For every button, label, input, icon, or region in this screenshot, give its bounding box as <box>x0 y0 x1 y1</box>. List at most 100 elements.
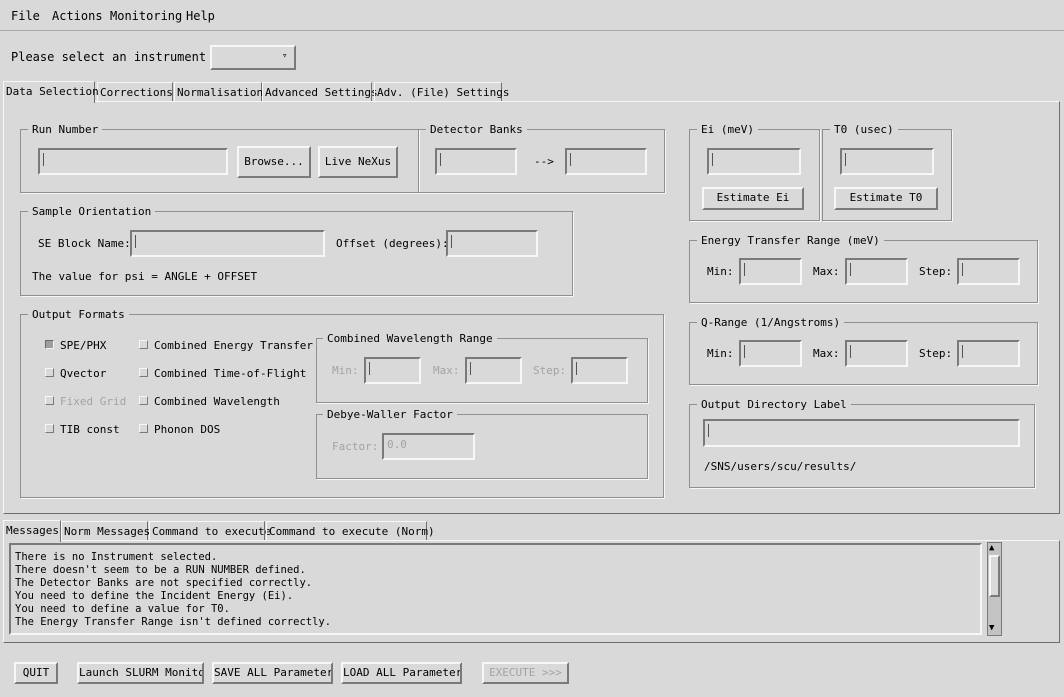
sample-orientation-group <box>20 211 573 296</box>
tab-command-to-execute[interactable]: Command to execute <box>149 521 271 541</box>
t0-input[interactable] <box>840 148 934 175</box>
menu-actions[interactable]: Actions <box>52 9 103 23</box>
output-formats-group <box>20 314 664 498</box>
debye-waller-title: Debye-Waller Factor <box>323 408 457 421</box>
cw-step-label: Step: <box>533 364 567 377</box>
q-range-title: Q-Range (1/Angstroms) <box>697 316 845 329</box>
q-max-label: Max: <box>813 347 840 360</box>
dropdown-arrow-icon: ▿ <box>282 51 288 61</box>
output-directory-input[interactable] <box>703 419 1020 447</box>
tib-const-checkbox[interactable] <box>45 424 54 433</box>
spe-phx-checkbox[interactable] <box>45 340 54 349</box>
detector-bank-arrow: --> <box>534 155 554 168</box>
load-all-parameters-button[interactable]: LOAD ALL Parameters <box>341 662 462 684</box>
detector-bank-to-input[interactable] <box>565 148 647 175</box>
psi-info-text: The value for psi = ANGLE + OFFSET <box>32 270 258 283</box>
q-min-label: Min: <box>707 347 734 360</box>
cw-min-label: Min: <box>332 364 359 377</box>
energy-min-input[interactable] <box>739 258 802 285</box>
ei-title: Ei (meV) <box>697 123 758 136</box>
message-line: The Energy Transfer Range isn't defined … <box>15 616 332 628</box>
menu-monitoring[interactable]: Monitoring <box>110 9 183 23</box>
cw-step-input[interactable] <box>571 357 628 384</box>
tab-adv-file-settings[interactable]: Adv. (File) Settings <box>374 82 509 102</box>
combined-wavelength-range-title: Combined Wavelength Range <box>323 332 497 345</box>
q-step-label: Step: <box>919 347 953 360</box>
live-nexus-button[interactable]: Live NeXus <box>318 146 398 178</box>
quit-button[interactable]: QUIT <box>14 662 58 684</box>
combined-energy-transfer-checkbox[interactable] <box>139 340 148 349</box>
save-all-parameters-button[interactable]: SAVE ALL Parameters <box>212 662 333 684</box>
cw-min-input[interactable] <box>364 357 421 384</box>
debye-waller-group <box>316 414 648 479</box>
estimate-t0-button[interactable]: Estimate T0 <box>834 187 938 210</box>
message-line: You need to define the Incident Energy (… <box>15 590 294 602</box>
q-step-input[interactable] <box>957 340 1020 367</box>
combined-tof-label: Combined Time-of-Flight <box>154 367 307 380</box>
combined-tof-checkbox[interactable] <box>139 368 148 377</box>
energy-max-input[interactable] <box>845 258 908 285</box>
scroll-down-arrow-icon[interactable]: ▼ <box>989 623 995 633</box>
cw-max-label: Max: <box>433 364 460 377</box>
debye-waller-factor-input[interactable]: 0.0 <box>382 433 475 460</box>
se-block-label: SE Block Name: <box>38 237 131 250</box>
fixed-grid-label: Fixed Grid <box>60 395 127 408</box>
message-line: You need to define a value for T0. <box>15 603 230 615</box>
tib-const-label: TIB const <box>60 423 120 436</box>
messages-scrollbar[interactable]: ▲ ▼ <box>987 542 1002 636</box>
qvector-checkbox[interactable] <box>45 368 54 377</box>
q-max-input[interactable] <box>845 340 908 367</box>
offset-label: Offset (degrees): <box>336 237 449 250</box>
output-directory-group <box>689 404 1035 488</box>
energy-step-input[interactable] <box>957 258 1020 285</box>
messages-text-area[interactable]: There is no Instrument selected. There d… <box>9 543 982 635</box>
spe-phx-label: SPE/PHX <box>60 339 107 352</box>
menu-file[interactable]: File <box>11 9 40 23</box>
tab-normalisation[interactable]: Normalisation <box>174 82 263 102</box>
sample-orientation-title: Sample Orientation <box>28 205 156 218</box>
message-line: There is no Instrument selected. <box>15 551 218 563</box>
combined-energy-transfer-label: Combined Energy Transfer <box>154 339 313 352</box>
tab-messages[interactable]: Messages <box>3 520 61 542</box>
detector-bank-from-input[interactable] <box>435 148 517 175</box>
instrument-select[interactable]: ▿ <box>210 45 296 70</box>
messages-panel <box>3 540 1060 643</box>
estimate-ei-button[interactable]: Estimate Ei <box>702 187 804 210</box>
scrollbar-thumb[interactable] <box>989 555 1000 597</box>
energy-max-label: Max: <box>813 265 840 278</box>
se-block-input[interactable] <box>130 230 325 257</box>
qvector-label: Qvector <box>60 367 107 380</box>
tab-advanced-settings[interactable]: Advanced Settings <box>262 82 378 102</box>
combined-wavelength-checkbox[interactable] <box>139 396 148 405</box>
t0-title: T0 (usec) <box>830 123 898 136</box>
scroll-up-arrow-icon[interactable]: ▲ <box>989 543 995 553</box>
output-formats-title: Output Formats <box>28 308 129 321</box>
offset-input[interactable] <box>446 230 538 257</box>
run-number-input[interactable] <box>38 148 228 175</box>
tab-data-selection[interactable]: Data Selection <box>3 81 99 103</box>
combined-wavelength-label: Combined Wavelength <box>154 395 280 408</box>
q-min-input[interactable] <box>739 340 802 367</box>
energy-step-label: Step: <box>919 265 953 278</box>
tab-norm-messages[interactable]: Norm Messages <box>61 521 150 541</box>
energy-transfer-title: Energy Transfer Range (meV) <box>697 234 884 247</box>
phonon-dos-checkbox[interactable] <box>139 424 148 433</box>
detector-banks-title: Detector Banks <box>426 123 527 136</box>
execute-button[interactable]: EXECUTE >>> <box>482 662 569 684</box>
debye-waller-factor-label: Factor: <box>332 440 379 453</box>
menu-help[interactable]: Help <box>186 9 215 23</box>
output-directory-title: Output Directory Label <box>697 398 851 411</box>
browse-button[interactable]: Browse... <box>237 146 311 178</box>
tab-corrections[interactable]: Corrections <box>97 82 173 102</box>
menu-bar: File Actions Monitoring Help <box>0 0 1064 31</box>
fixed-grid-checkbox[interactable] <box>45 396 54 405</box>
instrument-prompt: Please select an instrument --> <box>11 50 235 64</box>
tab-command-to-execute-norm[interactable]: Command to execute (Norm) <box>266 521 435 541</box>
ei-input[interactable] <box>707 148 801 175</box>
launch-slurm-monitor-button[interactable]: Launch SLURM Monitor <box>77 662 204 684</box>
cw-max-input[interactable] <box>465 357 522 384</box>
detector-banks-group <box>418 129 665 193</box>
run-number-title: Run Number <box>28 123 103 136</box>
q-range-group <box>689 322 1038 385</box>
energy-min-label: Min: <box>707 265 734 278</box>
